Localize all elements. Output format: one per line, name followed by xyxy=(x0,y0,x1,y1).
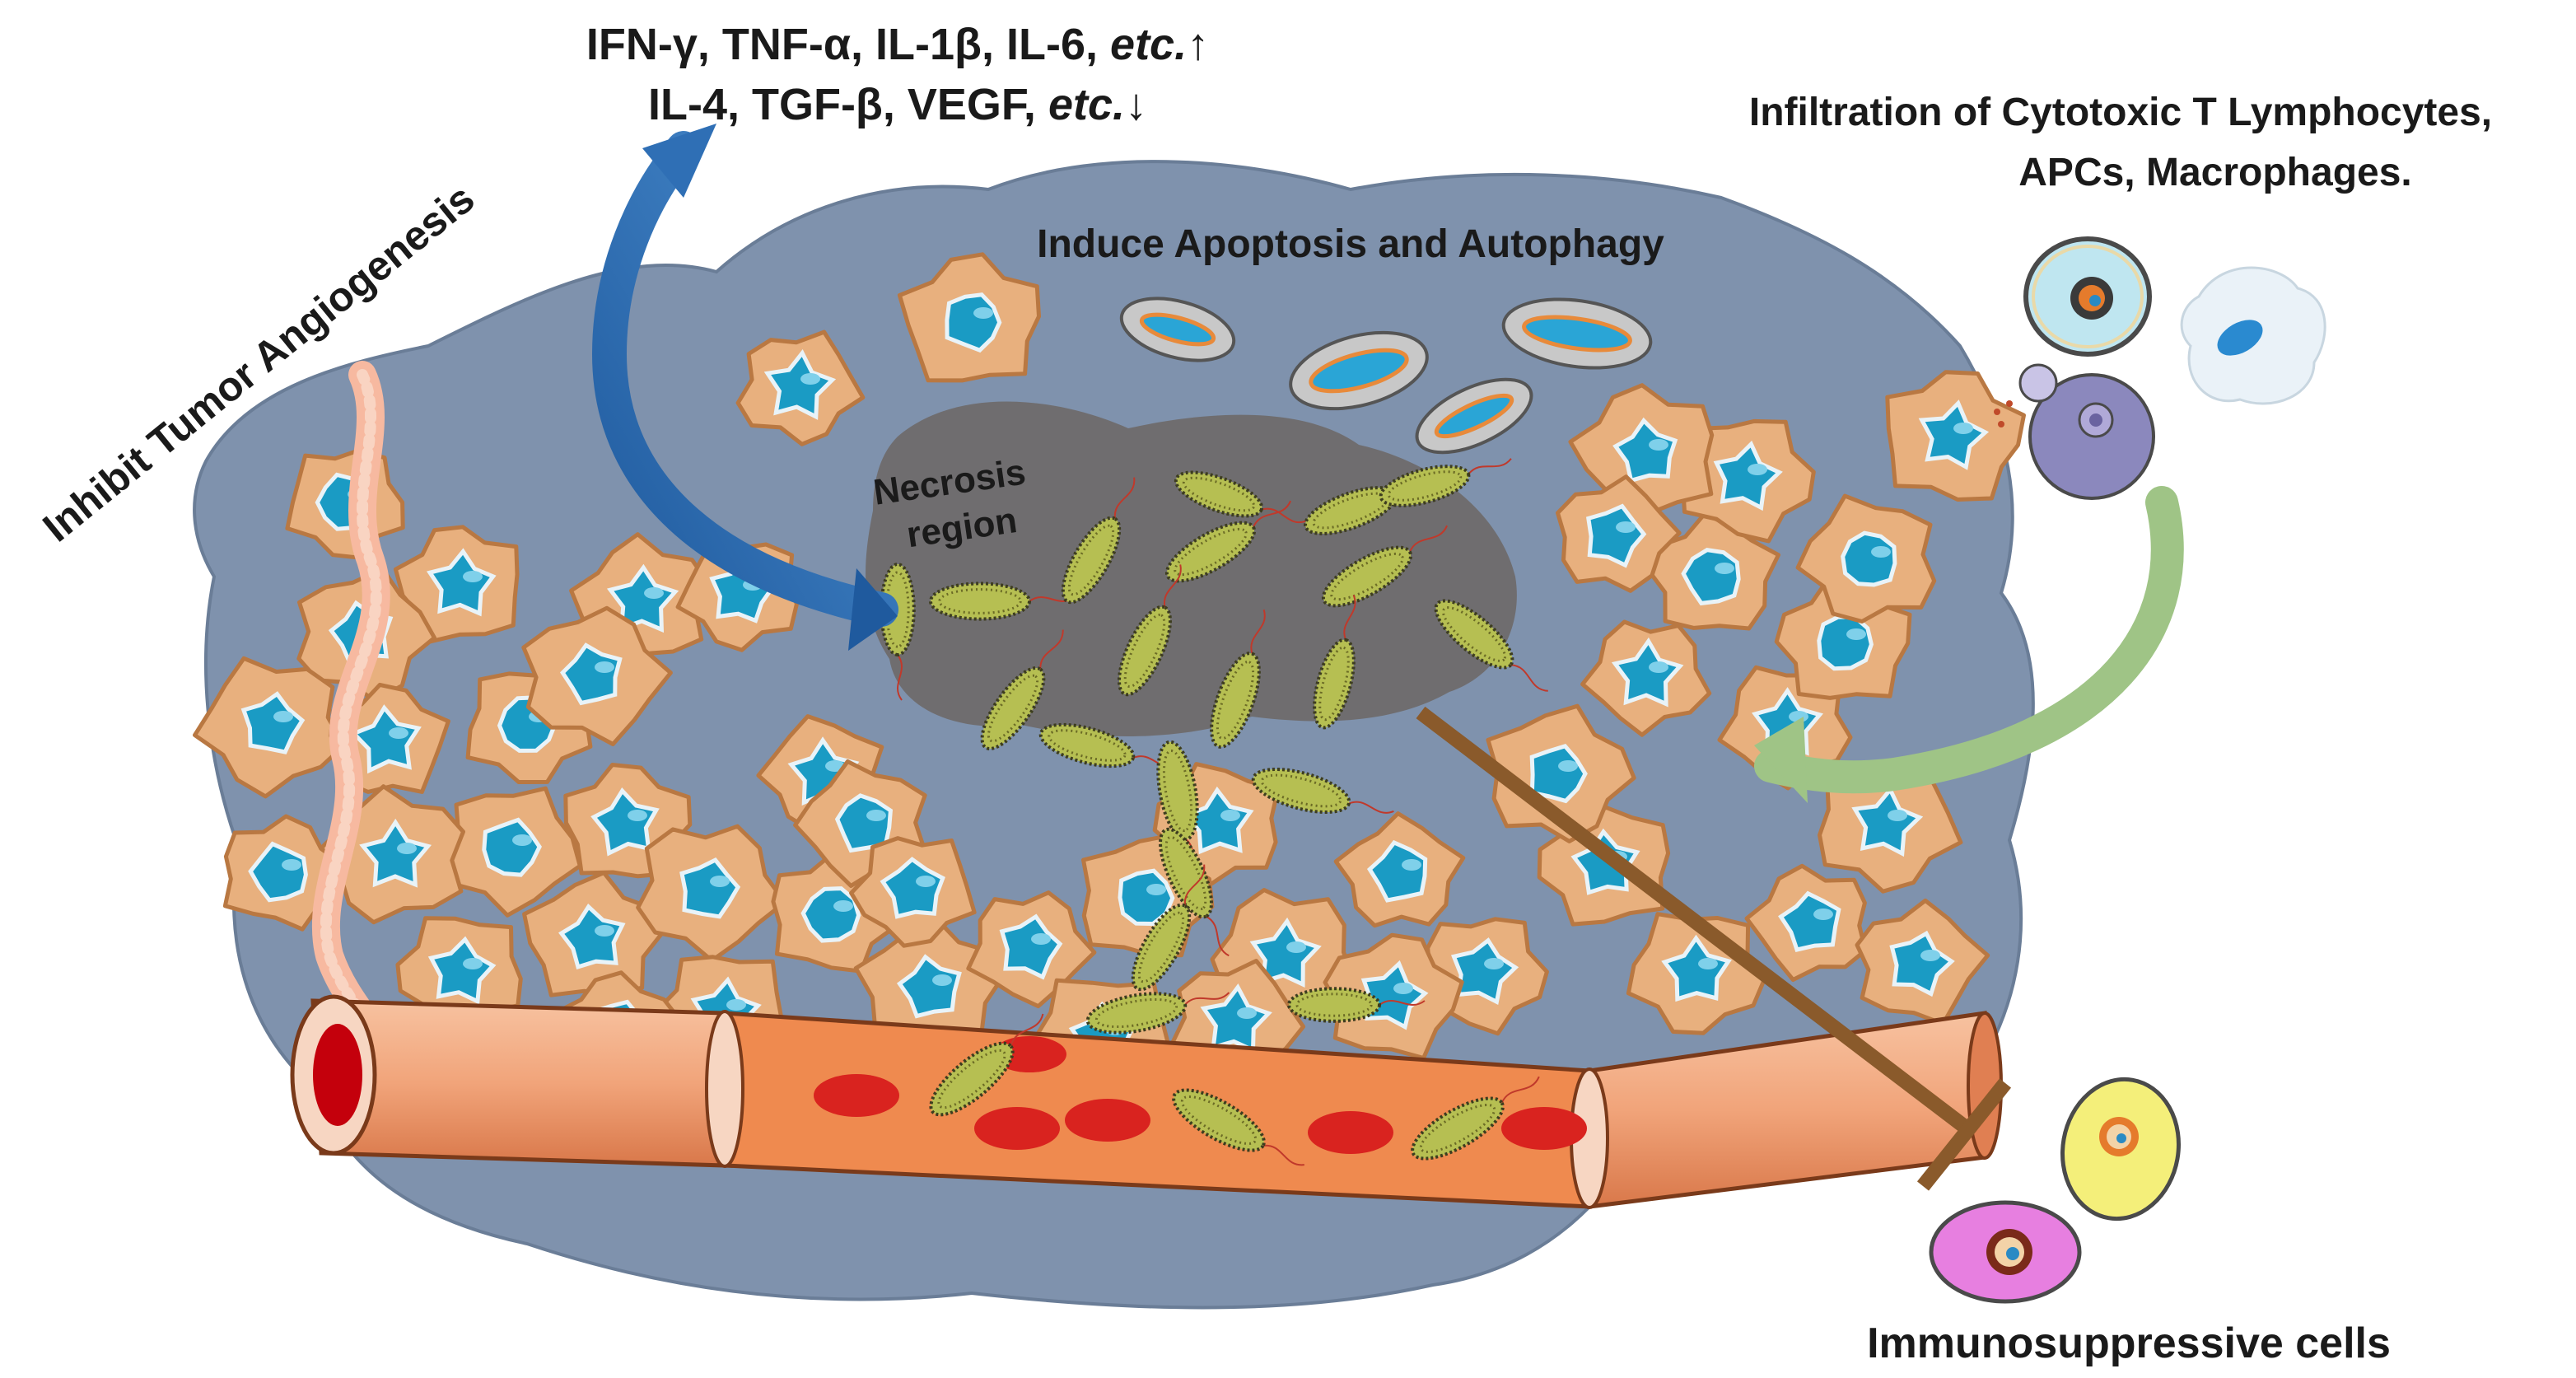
blood-vessel xyxy=(290,994,2003,1209)
tumor-cell xyxy=(849,836,977,948)
tumor-cell xyxy=(1795,493,1937,624)
tumor-cell xyxy=(1885,370,2026,502)
tumor-cell xyxy=(735,329,866,446)
tumor-cell xyxy=(193,656,346,799)
tumor-cell xyxy=(521,605,673,746)
apoptosis-label: Induce Apoptosis and Autophagy xyxy=(1037,222,1664,266)
bacteria-group xyxy=(880,458,1548,1035)
infiltration-label-line2: APCs, Macrophages. xyxy=(2018,151,2411,194)
immunosuppressive-cell-group xyxy=(1929,1077,2181,1304)
bacterium xyxy=(1159,827,1230,957)
cytokine-down-label: IL-4, TGF-β, VEGF, etc.↓ xyxy=(648,80,1147,129)
tumor-cell xyxy=(569,532,711,666)
cytokine-arrow-head xyxy=(642,124,716,198)
bacterium xyxy=(1172,1088,1304,1166)
tumor-cell xyxy=(393,525,520,644)
bacterium xyxy=(1321,525,1449,608)
tumor-cell xyxy=(636,824,787,963)
bacterium xyxy=(1164,500,1292,583)
tumor-cell xyxy=(1855,898,1990,1026)
bacterium xyxy=(1085,992,1230,1035)
bacterium xyxy=(1434,599,1548,692)
tumor-cell xyxy=(1818,759,1963,894)
cytokine-up-label: IFN-γ, TNF-α, IL-1β, IL-6, etc.↑ xyxy=(586,20,1209,69)
bacterium xyxy=(1411,1076,1540,1161)
tumor-cell xyxy=(897,252,1041,383)
apc-cell xyxy=(1994,363,2155,500)
infiltration-arrow xyxy=(1754,486,2184,794)
bacterium xyxy=(1174,470,1306,524)
immunosuppressive-label: Immunosuppressive cells xyxy=(1867,1320,2391,1367)
tumor-cell xyxy=(1556,474,1682,593)
bacterium xyxy=(1061,477,1136,605)
bacterium xyxy=(929,1013,1044,1117)
inhibition-bar xyxy=(1916,1078,2012,1191)
tumor-cell xyxy=(1333,811,1466,928)
tumor-cell xyxy=(1486,703,1636,843)
tumor-cell xyxy=(1580,619,1712,737)
vessel-bacteria xyxy=(929,1013,1540,1166)
bacterium xyxy=(1210,609,1266,749)
tumor-cell xyxy=(1568,383,1715,521)
bacterium xyxy=(980,629,1064,750)
tumor-cell xyxy=(441,786,582,918)
bacterium xyxy=(1287,987,1426,1023)
bacterium xyxy=(1313,595,1356,730)
tumor-cell xyxy=(522,871,664,997)
infiltration-arrow-head xyxy=(1754,717,1808,803)
bacterium xyxy=(1118,564,1182,697)
tumor-cells xyxy=(193,252,2026,1105)
tumor-cell xyxy=(966,890,1097,1009)
immune-cells xyxy=(1994,236,2326,500)
bacterium xyxy=(1251,767,1394,815)
bacterium xyxy=(1379,458,1512,507)
necrosis-arrow-head xyxy=(848,568,898,651)
red-blood-cells xyxy=(814,1036,1587,1154)
inhibition-line xyxy=(1416,706,1977,1139)
apoptotic-cells xyxy=(1119,297,1653,455)
tumor-cell xyxy=(1744,863,1868,982)
bacterium xyxy=(1131,864,1206,992)
infiltration-label-line1: Infiltration of Cytotoxic T Lymphocytes, xyxy=(1749,91,2492,134)
cytokine-arrow xyxy=(591,131,898,627)
